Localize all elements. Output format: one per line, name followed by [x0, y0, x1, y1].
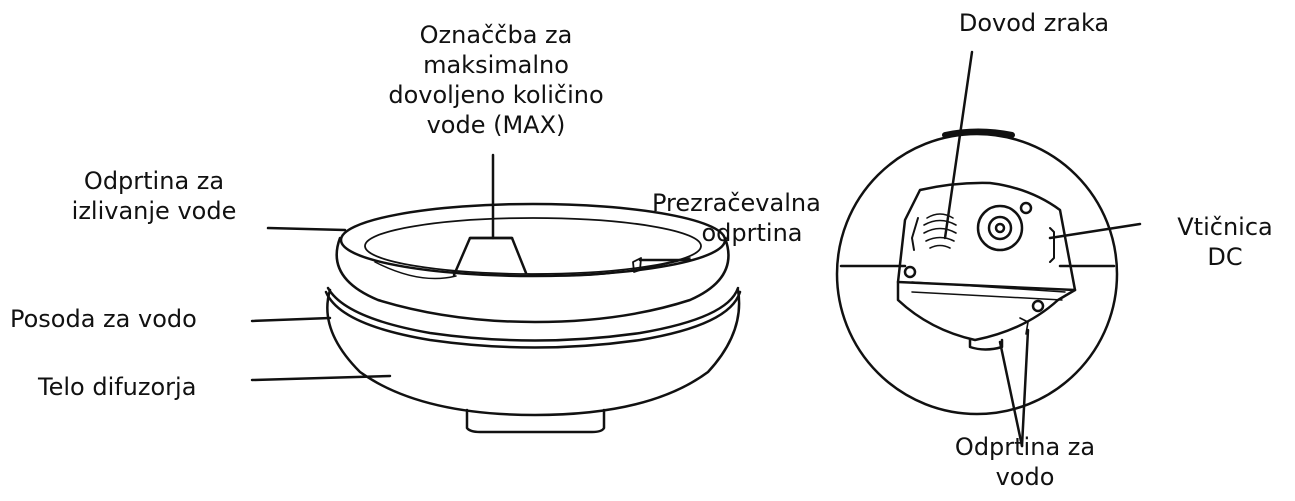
- label-max-mark-line-2: maksimalno: [423, 51, 569, 79]
- label-pour-opening-line-1: Odprtina za: [83, 167, 225, 195]
- label-vent-line-2: odprtina: [701, 219, 803, 247]
- water-opening-slot: [968, 338, 1004, 351]
- top-grip: [942, 128, 1015, 138]
- label-pour-opening: Odprtina za izlivanje vode: [40, 166, 268, 226]
- base-plate: [896, 181, 1077, 292]
- label-vent: Prezračevalna odprtina: [652, 188, 852, 248]
- label-air-inlet: Dovod zraka: [958, 9, 1110, 37]
- water-tank-bowl: [335, 236, 730, 324]
- diffuser-foot: [465, 408, 606, 434]
- label-dc-socket-line-2: DC: [1207, 243, 1243, 271]
- label-water-tank: Posoda za vodo: [10, 305, 197, 333]
- air-inlet-grill: [923, 213, 957, 249]
- water-tank-band: [324, 290, 742, 349]
- label-dc-socket: Vtičnica DC: [1160, 212, 1290, 272]
- tank-rim-outer: [339, 202, 727, 278]
- label-max-mark-line-3: dovoljeno količino: [388, 81, 604, 109]
- diffuser-bottom-view: [835, 128, 1119, 416]
- max-mark-shape: [452, 236, 528, 277]
- label-water-opening: Odprtina za vodo: [935, 432, 1115, 492]
- dc-socket: [976, 204, 1024, 252]
- label-vent-line-1: Prezračevalna: [652, 189, 821, 217]
- label-diffuser-body: Telo difuzorja: [38, 373, 197, 401]
- bottom-outer-circle: [835, 132, 1119, 416]
- vent-mark: [632, 257, 642, 273]
- diffuser-body-shape: [326, 288, 741, 417]
- label-water-opening-line-2: vodo: [995, 463, 1055, 491]
- diffuser-side-view: [324, 202, 742, 434]
- label-water-opening-line-1: Odprtina za: [954, 433, 1096, 461]
- label-pour-opening-line-2: izlivanje vode: [71, 197, 237, 225]
- tank-rim-inner: [364, 217, 702, 275]
- label-max-mark-line-4: vode (MAX): [426, 111, 566, 139]
- label-max-mark: Označčba za maksimalno dovoljeno količin…: [356, 20, 636, 140]
- label-dc-socket-line-1: Vtičnica: [1177, 213, 1273, 241]
- label-max-mark-line-1: Označčba za: [419, 21, 573, 49]
